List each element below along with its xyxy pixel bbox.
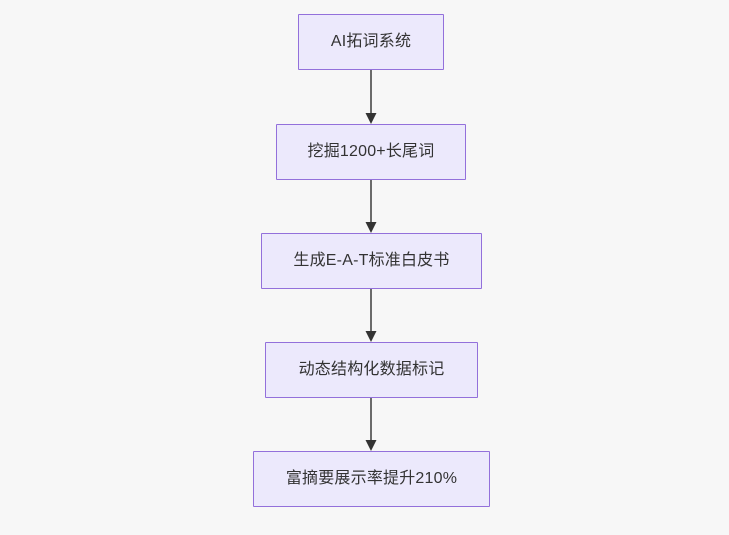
node-label: AI拓词系统	[330, 33, 412, 51]
flowchart-node-generate-eat-whitepaper[interactable]: 生成E-A-T标准白皮书	[261, 233, 482, 289]
node-label: 动态结构化数据标记	[298, 361, 445, 379]
node-label: 生成E-A-T标准白皮书	[293, 252, 450, 270]
flowchart-node-dynamic-structured-data-markup[interactable]: 动态结构化数据标记	[265, 342, 478, 398]
node-label: 挖掘1200+长尾词	[307, 143, 435, 161]
edge-n3-n4	[359, 289, 383, 342]
flowchart-node-mine-longtail-keywords[interactable]: 挖掘1200+长尾词	[276, 124, 466, 180]
node-label: 富摘要展示率提升210%	[285, 470, 458, 488]
flowchart-node-ai-keyword-system[interactable]: AI拓词系统	[298, 14, 444, 70]
edge-n1-n2	[359, 70, 383, 124]
edge-n2-n3	[359, 180, 383, 233]
edge-n4-n5	[359, 398, 383, 451]
flowchart-node-rich-snippet-impression-lift[interactable]: 富摘要展示率提升210%	[253, 451, 490, 507]
